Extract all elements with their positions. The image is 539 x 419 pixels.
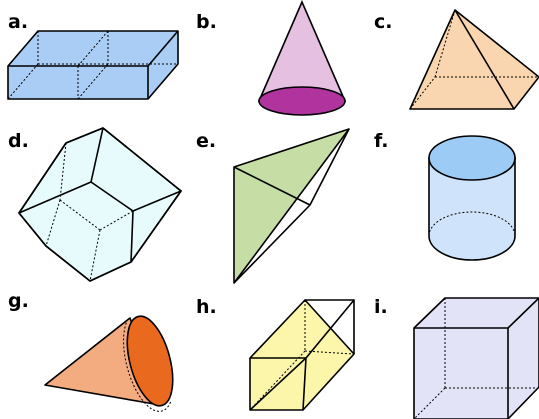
triangular-prism-h: [249, 299, 355, 411]
cylinder-f: [428, 135, 516, 261]
cube-i: [413, 297, 539, 419]
rectangular-prism-a: [7, 30, 179, 100]
label-d: d.: [8, 130, 29, 152]
label-e: e.: [196, 130, 217, 152]
label-f: f.: [374, 130, 389, 152]
square-pyramid-c: [409, 9, 539, 110]
label-a: a.: [8, 11, 29, 33]
label-c: c.: [374, 11, 393, 33]
label-g: g.: [8, 290, 29, 312]
label-b: b.: [196, 11, 217, 33]
cone-g: [44, 315, 174, 412]
label-i: i.: [374, 296, 388, 318]
polyhedron-d: [18, 127, 182, 282]
cone-b: [257, 0, 347, 116]
tetrahedron-e: [233, 128, 350, 284]
label-h: h.: [196, 296, 217, 318]
